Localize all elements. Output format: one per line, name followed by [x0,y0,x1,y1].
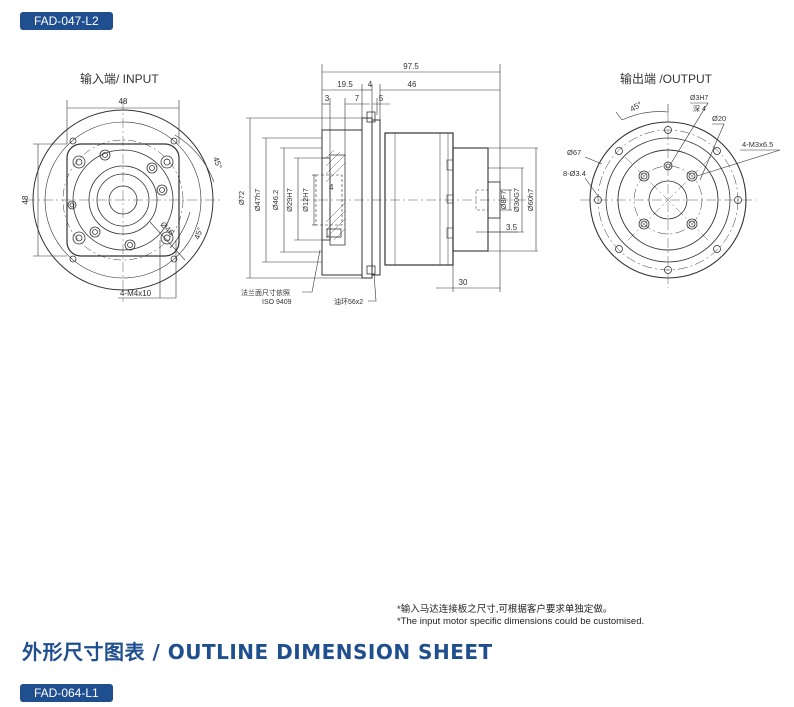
dim-46: 46 [408,80,417,89]
output-center-dia: Ø20 [712,114,726,123]
callout-flange-line2: ISO 9409 [262,299,292,306]
output-view: 45° Ø3H7 深 4 Ø20 Ø67 4-M3x6.5 8-Ø3.4 [563,95,781,288]
model-tag-top: FAD-047-L2 [20,12,113,30]
dim-30: 30 [459,278,468,287]
dim-19-5: 19.5 [337,80,353,89]
dim-7: 7 [355,94,360,103]
input-height-dim: 48 [21,195,30,204]
sheet-title: 外形尺寸图表 / OUTLINE DIMENSION SHEET [22,640,493,664]
dim-dia8: Ø8F7 [499,191,508,210]
output-angle: 45° [629,100,644,114]
dim-dia72: Ø72 [237,191,246,205]
input-pcd-dim: Ø46 [159,220,176,237]
output-pin-depth: 深 4 [693,104,706,113]
input-view: 48 48 Ø46 45° 45° 4-M4x10 [21,97,224,302]
output-thread-holes: 4-M3x6.5 [742,140,773,149]
output-holes: 8-Ø3.4 [563,169,586,178]
callout-oilring: 油环56x2 [334,297,363,306]
dim-dia46-2: Ø46.2 [271,190,280,210]
input-view-label: 输入端/ INPUT [80,72,159,86]
input-angle-top: 45° [211,156,224,170]
output-pin-dia: Ø3H7 [690,95,708,102]
model-tag-bottom: FAD-064-L1 [20,684,113,702]
output-view-label: 输出端 /OUTPUT [620,72,712,86]
input-holes-dim: 4-M4x10 [120,289,152,298]
technical-drawing: 48 48 Ø46 45° 45° 4-M4x10 [21,62,781,306]
dim-dia12: Ø12H7 [301,188,310,212]
note-en: *The input motor specific dimensions cou… [397,616,645,627]
dim-4: 4 [368,80,373,89]
dim-total-length: 97.5 [403,62,419,71]
dim-dia47: Ø47h7 [253,189,262,212]
dim-3-5: 3.5 [506,223,518,232]
dim-dia30: Ø30G7 [512,188,521,212]
dim-dia29: Ø29H7 [285,188,294,212]
output-pcd: Ø67 [567,148,581,157]
dim-3: 3 [325,94,330,103]
input-width-dim: 48 [119,97,128,106]
note-cn: *输入马达连接板之尺寸,可根据客户要求单独定做。 [397,604,613,615]
input-angle-bottom: 45° [192,226,205,240]
dim-key4: 4 [329,183,334,192]
dim-5: 5 [379,94,384,103]
callout-flange-line1: 法兰面尺寸依照 [241,288,290,297]
side-view: 97.5 19.5 4 46 3 7 5 Ø72 Ø47h7 Ø46.2 Ø2 [237,62,538,306]
dim-dia60: Ø60h7 [526,189,535,212]
